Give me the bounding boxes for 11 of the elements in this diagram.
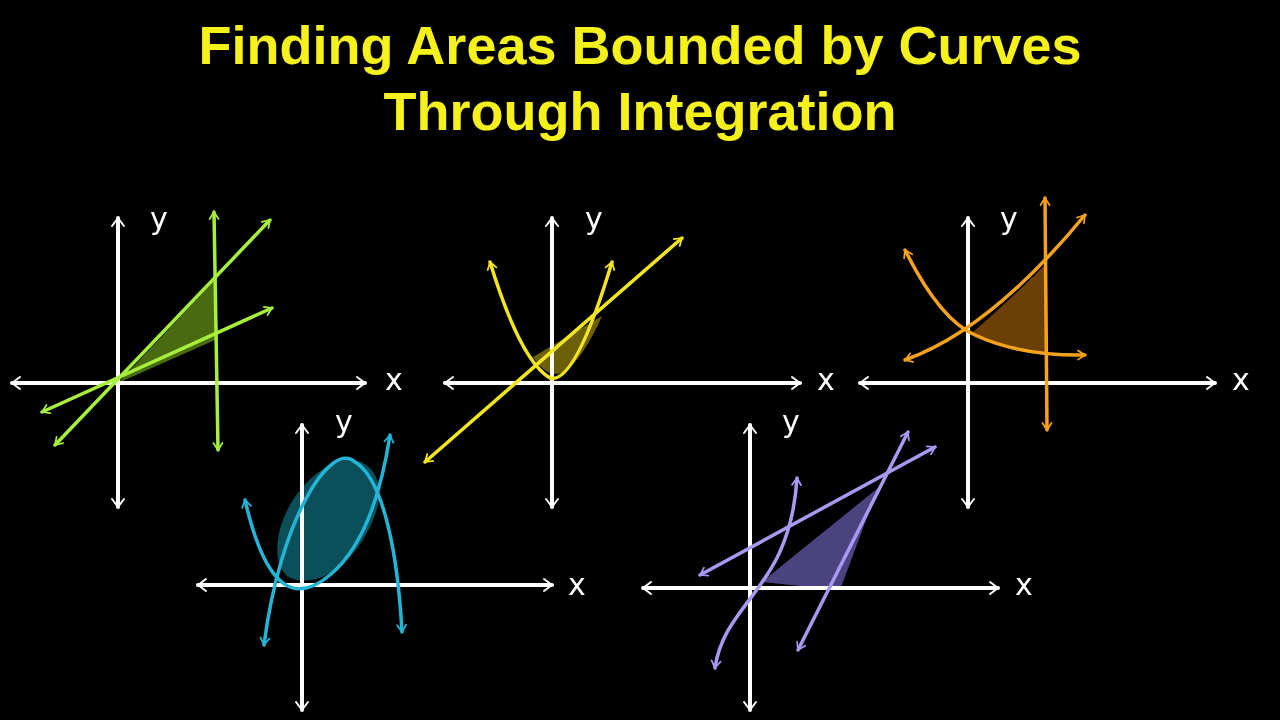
axis-label: x: [1232, 365, 1250, 395]
axis-label: y: [150, 204, 168, 234]
axis-label: x: [568, 570, 586, 600]
axis-label: y: [1000, 204, 1018, 234]
axis-label: y: [782, 407, 800, 437]
axis-label: x: [1015, 570, 1033, 600]
axis-label: x: [817, 365, 835, 395]
title: Finding Areas Bounded by Curves Through Integration: [197, 14, 1083, 143]
axis-label: y: [335, 407, 353, 437]
axis-label: x: [385, 365, 403, 395]
axis-label: y: [585, 204, 603, 234]
